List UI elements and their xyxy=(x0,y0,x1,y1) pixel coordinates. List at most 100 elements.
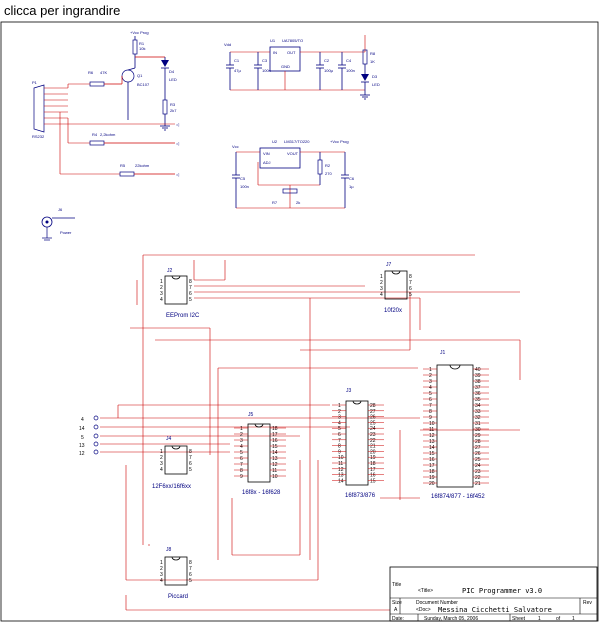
terminal-label-2: 14 xyxy=(79,426,85,432)
svg-text:1: 1 xyxy=(380,274,383,280)
j3-pins-pin-15: 15 xyxy=(370,478,376,484)
j1-pins-pin-30: 30 xyxy=(475,427,481,433)
label-d4-type: LED xyxy=(169,77,177,82)
j3-pins-pin-5: 5 xyxy=(338,426,341,432)
svg-text:2: 2 xyxy=(160,566,163,572)
label-c3-val: 100n xyxy=(262,68,271,73)
label-j4: J4 xyxy=(166,436,172,442)
terminal-label-3: 5 xyxy=(81,435,84,441)
title-value: PIC Programmer v3.0 xyxy=(462,587,542,595)
label-q1: Q1 xyxy=(137,73,143,78)
label-c4-val: 100n xyxy=(346,68,355,73)
j1-pins-pin-34: 34 xyxy=(475,403,481,409)
j1-pins-pin-15: 15 xyxy=(429,451,435,457)
label-r5-val: 22kohm xyxy=(135,163,150,168)
j5-pins-pin-12: 12 xyxy=(272,462,278,468)
j1-pins-pin-38: 38 xyxy=(475,379,481,385)
svg-text:6: 6 xyxy=(189,572,192,578)
j5-pins-pin-4: 4 xyxy=(240,444,243,450)
svg-text:7: 7 xyxy=(189,455,192,461)
label-c5: C5 xyxy=(240,176,246,181)
j3-pins-pin-12: 12 xyxy=(338,467,344,473)
j1-pins-pin-10: 10 xyxy=(429,421,435,427)
j3-pins-pin-2: 2 xyxy=(338,409,341,415)
j5-pins-pin-3: 3 xyxy=(240,438,243,444)
j1-pins-pin-11: 11 xyxy=(429,427,434,433)
svg-text:5: 5 xyxy=(409,292,412,298)
label-u2: U2 xyxy=(272,139,278,144)
svg-text:3: 3 xyxy=(160,572,163,578)
label-d3-type: LED xyxy=(372,82,380,87)
label-j5-name: 16f8x - 16f628 xyxy=(242,490,281,496)
label-vcc: Vcc xyxy=(232,144,239,149)
j5-pins-pin-16: 16 xyxy=(272,438,278,444)
label-j3: J3 xyxy=(346,388,352,394)
j1-pins-pin-21: 21 xyxy=(475,481,481,487)
label-vcc-prog-top: +Vcc Prog xyxy=(130,30,149,35)
svg-text:4: 4 xyxy=(160,467,163,473)
svg-text:6: 6 xyxy=(189,461,192,467)
j5-pins-pin-1: 1 xyxy=(240,426,243,432)
svg-text:8: 8 xyxy=(189,279,192,285)
label-j7: J7 xyxy=(386,262,392,268)
resistor-r1 xyxy=(132,39,138,55)
j1-pins-pin-7: 7 xyxy=(429,403,432,409)
j3-pins-pin-3: 3 xyxy=(338,415,341,421)
j3-pins-pin-11: 11 xyxy=(338,461,343,467)
j1-pins-pin-31: 31 xyxy=(475,421,481,427)
label-r4-val: 2,2kohm xyxy=(100,132,116,137)
j1-pins-pin-28: 28 xyxy=(475,439,481,445)
page-caption[interactable]: clicca per ingrandire xyxy=(4,3,121,18)
svg-text:4: 4 xyxy=(160,297,163,303)
terminal-label-1: 4 xyxy=(81,417,84,423)
j1-pins-pin-18: 18 xyxy=(429,469,435,475)
label-j1: J1 xyxy=(440,350,446,356)
j1-pins-pin-2: 2 xyxy=(429,373,432,379)
j1-pins-pin-36: 36 xyxy=(475,391,481,397)
date-value: Sunday, March 05, 2006 xyxy=(424,616,478,622)
j1-pins-pin-24: 24 xyxy=(475,463,481,469)
svg-text:3: 3 xyxy=(380,286,383,292)
j5-pins-pin-6: 6 xyxy=(240,456,243,462)
sheet-label: Sheet xyxy=(512,616,526,622)
label-j3-name: 16f873/876 xyxy=(345,493,376,499)
connector-p1 xyxy=(33,84,45,133)
label-j2-name: EEProm I2C xyxy=(166,313,200,319)
j1-pins-pin-27: 27 xyxy=(475,445,481,451)
j3-pins-pin-28: 28 xyxy=(370,403,376,409)
j1-pins-pin-4: 4 xyxy=(429,385,432,391)
label-u1-type: UA7805/TO xyxy=(282,38,303,43)
j3-pins-pin-7: 7 xyxy=(338,438,341,444)
j1-pins-pin-23: 23 xyxy=(475,469,481,475)
j5-pins-pin-8: 8 xyxy=(240,468,243,474)
j3-pins-pin-16: 16 xyxy=(370,473,376,479)
label-r8: R8 xyxy=(370,51,376,56)
j5-pins-pin-7: 7 xyxy=(240,462,243,468)
of-value: 1 xyxy=(572,616,575,622)
svg-text:8: 8 xyxy=(189,449,192,455)
label-u1: U1 xyxy=(270,38,276,43)
label-d3: D3 xyxy=(372,74,378,79)
j5-pins-pin-5: 5 xyxy=(240,450,243,456)
label-j2: J2 xyxy=(167,268,173,274)
label-power: Power xyxy=(60,230,72,235)
label-c1: C1 xyxy=(234,58,240,63)
sheet-value: 1 xyxy=(538,616,541,622)
label-r8-val: 1K xyxy=(370,59,375,64)
svg-text:2: 2 xyxy=(380,280,383,286)
label-c2: C2 xyxy=(324,58,330,63)
doc-label: Document Number xyxy=(416,600,458,606)
label-u2-type: LM317/TO220 xyxy=(284,139,310,144)
j5-pins-pin-14: 14 xyxy=(272,450,278,456)
svg-text:1: 1 xyxy=(160,560,163,566)
label-j6: J6 xyxy=(58,207,63,212)
j1-pins-pin-32: 32 xyxy=(475,415,481,421)
svg-text:2: 2 xyxy=(160,455,163,461)
j5-pins-pin-9: 9 xyxy=(240,474,243,480)
